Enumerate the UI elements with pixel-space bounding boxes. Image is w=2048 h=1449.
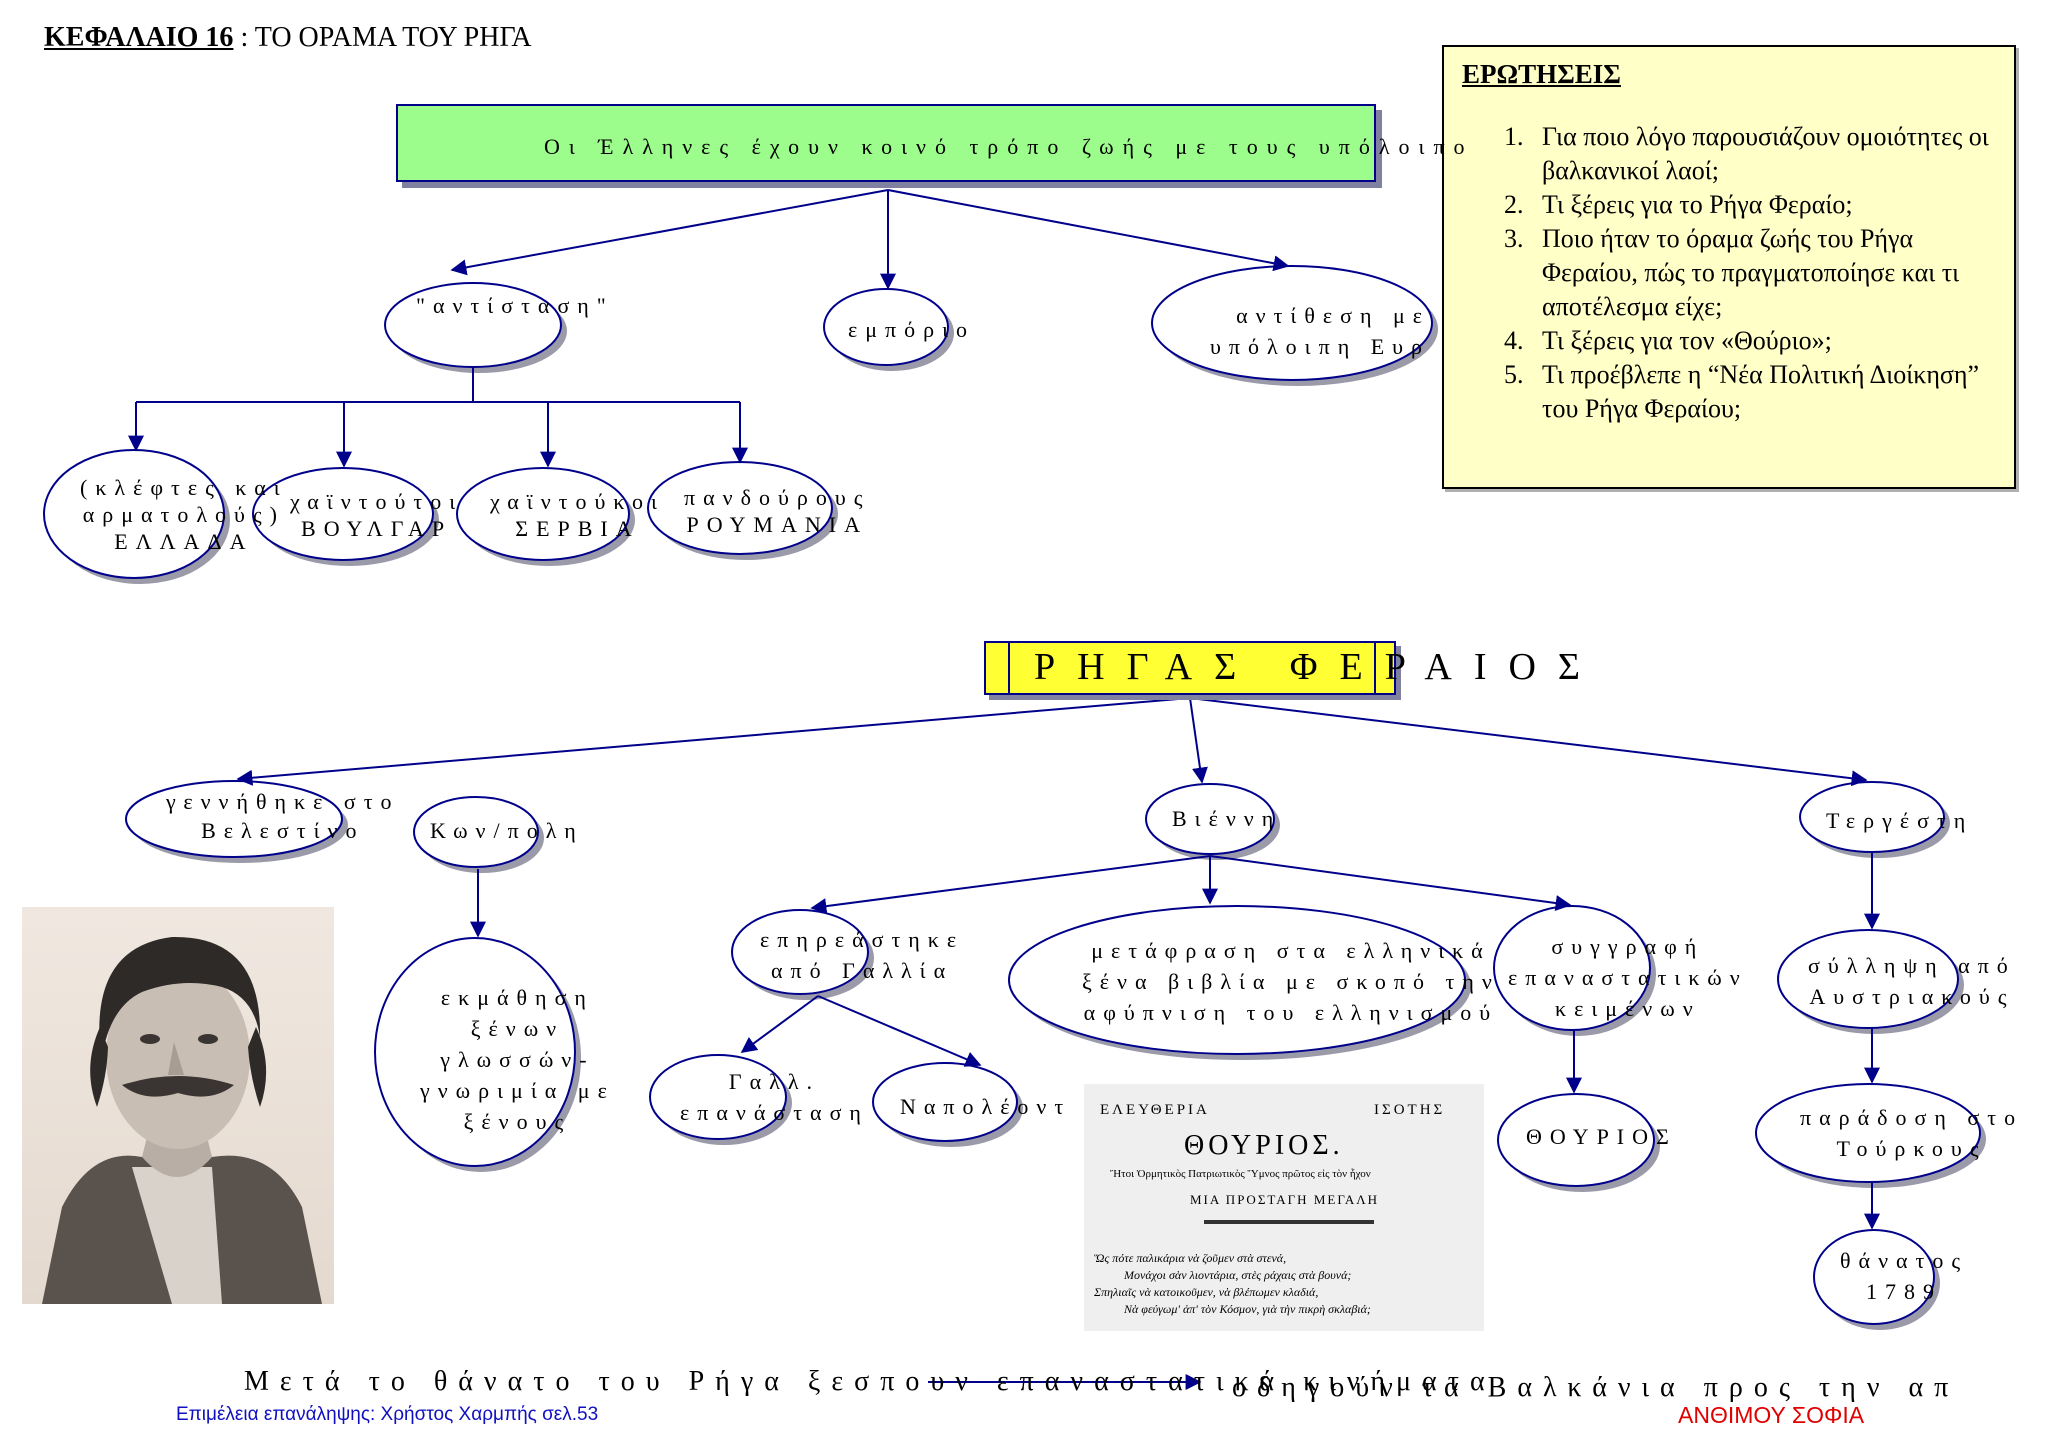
node-serbia-ellipse	[456, 467, 630, 561]
question-item: Τι ξέρεις για το Ρήγα Φεραίο;	[1530, 188, 1996, 222]
node-influenced-label: επηρεάστηκε από Γαλλία	[760, 927, 965, 983]
connector-line	[236, 697, 1191, 786]
top-root-box	[396, 104, 1376, 182]
rigas-portrait-image	[22, 907, 334, 1304]
connector-line	[887, 189, 1290, 272]
node-romania-label: πανδούρους ΡΟΥΜΑΝΙΑ	[684, 485, 871, 537]
page-title: ΚΕΦΑΛΑΙΟ 16 : ΤΟ ΟΡΑΜΑ ΤΟΥ ΡΗΓΑ	[44, 22, 532, 53]
node-french-revolution-ellipse	[649, 1054, 787, 1140]
author-name: ΑΝΘΙΜΟΥ ΣΟΦΙΑ	[1678, 1402, 1865, 1428]
node-translation-label: μετάφραση στα ελληνικά ξένα βιβλία με σκ…	[1082, 938, 1500, 1025]
bottom-statement-continued: οδηγούν τα Βαλκάνια προς την απ	[1232, 1372, 1960, 1403]
node-writing-label: συγγραφή επαναστατικών κειμένων	[1508, 934, 1748, 1021]
node-konpoli-label: Κων/πολη	[430, 818, 584, 843]
node-napoleon-ellipse	[872, 1062, 1018, 1142]
node-trieste-label: Τεργέστη	[1826, 808, 1974, 833]
question-item: Τι προέβλεπε η “Νέα Πολιτική Διοίκηση” τ…	[1530, 358, 1996, 426]
node-greece-label: (κλέφτες και αρματολούς) ΕΛΛΑΔΑ	[80, 475, 288, 554]
node-born-ellipse	[125, 780, 343, 858]
node-languages-ellipse	[374, 937, 576, 1167]
connector-line	[1189, 697, 1868, 787]
connector-line	[810, 855, 1211, 915]
node-death-label: θάνατος 1789	[1840, 1248, 1969, 1304]
node-influenced-ellipse	[731, 909, 869, 995]
questions-list: Για ποιο λόγο παρουσιάζουν ομοιότητες οι…	[1462, 120, 1996, 426]
node-contrast-label: αντίθεση με υπόλοιπη Ευρ	[1210, 303, 1431, 359]
node-handover-ellipse	[1755, 1083, 1981, 1183]
questions-heading: ΕΡΩΤΗΣΕΙΣ	[1462, 59, 1621, 89]
node-trade-label: εμπόριο	[848, 317, 976, 342]
node-arrest-label: σύλληψη από Αυστριακούς	[1808, 953, 2016, 1009]
credit-text: Επιμέλεια επανάληψης: Χρήστος Χαρμπής σε…	[176, 1404, 599, 1425]
chapter-title: ΤΟ ΟΡΑΜΑ ΤΟΥ ΡΗΓΑ	[254, 22, 532, 53]
connector-line	[740, 995, 819, 1053]
rigas-root-box	[984, 641, 1396, 695]
connector-line	[817, 995, 982, 1067]
node-translation-ellipse	[1008, 905, 1466, 1055]
chapter-number: ΚΕΦΑΛΑΙΟ 16	[44, 22, 234, 53]
node-resistance-label: "αντίσταση"	[416, 293, 614, 318]
node-arrest-ellipse	[1777, 929, 1959, 1029]
node-born-label: γεννήθηκε στο Βελεστίνο	[166, 789, 400, 843]
node-konpoli-ellipse	[413, 796, 539, 868]
node-death-ellipse	[1813, 1229, 1935, 1325]
top-root-label: Οι Έλληνες έχουν κοινό τρόπο ζωής με του…	[544, 134, 1474, 159]
bottom-statement: Μετά το θάνατο του Ρήγα ξεσπουν επαναστα…	[244, 1366, 1496, 1397]
node-thourios-label: ΘΟΥΡΙΟΣ	[1526, 1124, 1677, 1149]
node-writing-ellipse	[1493, 905, 1651, 1031]
node-bulgaria-label: χαϊντούτοι ΒΟΥΛΓΑΡ	[290, 489, 464, 541]
questions-box: ΕΡΩΤΗΣΕΙΣ Για ποιο λόγο παρουσιάζουν ομο…	[1442, 45, 2016, 489]
node-vienna-label: Βιέννη	[1172, 806, 1282, 831]
node-bulgaria-ellipse	[252, 467, 434, 561]
node-napoleon-label: Ναπολέοντ	[900, 1094, 1072, 1119]
rigas-root-label: ΡΗΓΑΣ ΦΕΡΑΙΟΣ	[1034, 646, 1603, 688]
question-item: Ποιο ήταν το όραμα ζωής του Ρήγα Φεραίου…	[1530, 222, 1996, 324]
connector-line	[450, 189, 889, 276]
node-contrast-ellipse	[1151, 265, 1433, 381]
question-item: Για ποιο λόγο παρουσιάζουν ομοιότητες οι…	[1530, 120, 1996, 188]
node-serbia-label: χαϊντούκοι ΣΕΡΒΙΑ	[490, 489, 665, 541]
node-vienna-ellipse	[1145, 783, 1275, 855]
node-languages-label: εκμάθηση ξένων γλωσσών- γνωριμία με ξένο…	[420, 985, 615, 1134]
connector-line	[1189, 697, 1208, 784]
node-french-revolution-label: Γαλλ. επανάσταση	[680, 1069, 869, 1125]
connector-line	[1209, 855, 1572, 911]
node-thourios-ellipse	[1497, 1093, 1655, 1187]
thourios-document-image: ΕΛΕΥΘΕΡΙΑ ΙΣΟΤΗΣ ΘΟΥΡΙΟΣ. Ἤτοι Ὀρμητικὸς…	[1084, 1084, 1484, 1331]
question-item: Τι ξέρεις για τον «Θούριο»;	[1530, 324, 1996, 358]
node-handover-label: παράδοση στο Τούρκους	[1800, 1105, 2024, 1161]
